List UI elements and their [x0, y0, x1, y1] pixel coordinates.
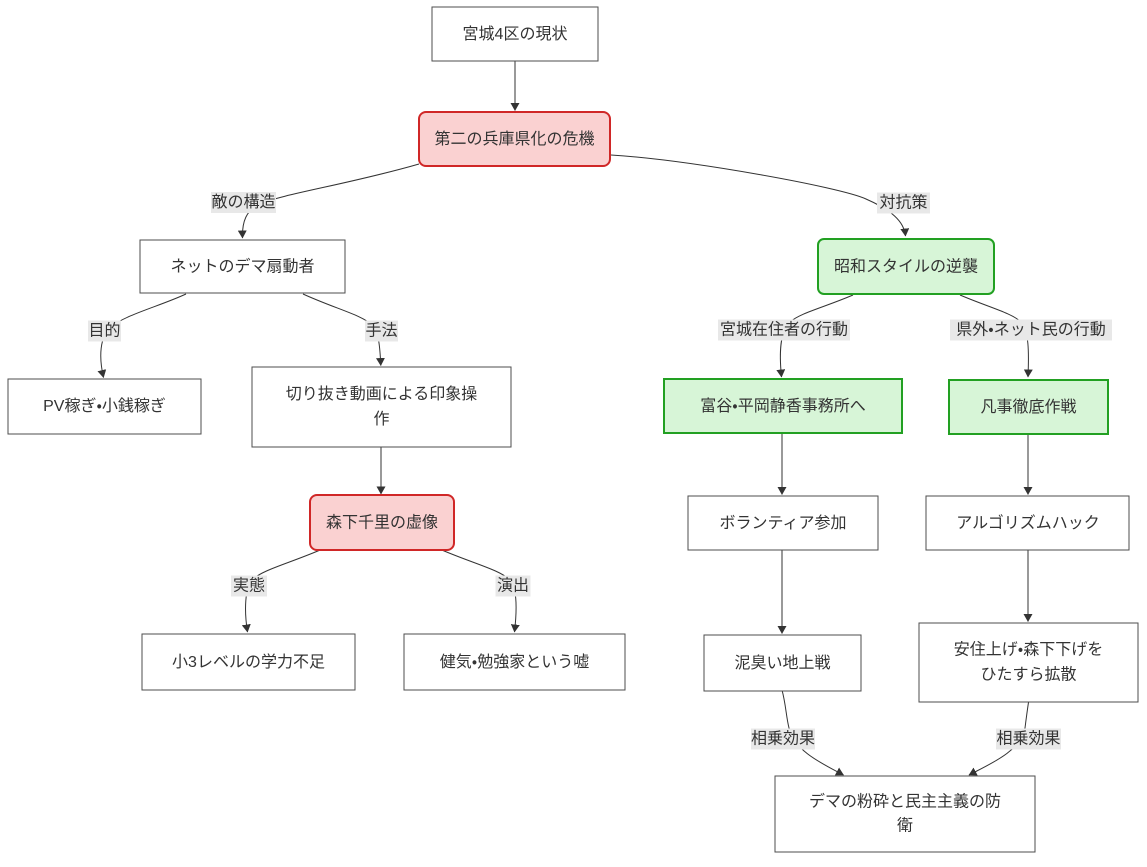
svg-text:昭和スタイルの逆襲: 昭和スタイルの逆襲: [834, 258, 978, 276]
svg-text:PV稼ぎ・小銭稼ぎ: PV稼ぎ・小銭稼ぎ: [43, 397, 166, 415]
svg-text:県外・ネット民の行動: 県外・ネット民の行動: [956, 321, 1105, 339]
svg-text:宮城4区の現状: 宮城4区の現状: [463, 25, 568, 43]
svg-text:目的: 目的: [88, 322, 120, 340]
svg-text:ネットのデマ扇動者: ネットのデマ扇動者: [170, 257, 314, 276]
svg-text:相乗効果: 相乗効果: [751, 730, 815, 748]
svg-text:宮城在住者の行動: 宮城在住者の行動: [720, 321, 848, 339]
svg-text:安住上げ・森下下げを: 安住上げ・森下下げを: [954, 641, 1103, 659]
svg-text:第二の兵庫県化の危機: 第二の兵庫県化の危機: [434, 130, 594, 148]
svg-text:実態: 実態: [233, 577, 265, 595]
svg-text:デマの粉砕と民主主義の防: デマの粉砕と民主主義の防: [809, 792, 1001, 811]
svg-text:小3レベルの学力不足: 小3レベルの学力不足: [172, 653, 325, 671]
svg-text:ボランティア参加: ボランティア参加: [719, 514, 846, 532]
svg-text:泥臭い地上戦: 泥臭い地上戦: [734, 654, 830, 672]
svg-text:切り抜き動画による印象操: 切り抜き動画による印象操: [286, 385, 478, 403]
svg-text:アルゴリズムハック: アルゴリズムハック: [956, 513, 1100, 532]
svg-text:演出: 演出: [497, 577, 529, 595]
svg-text:衛: 衛: [897, 817, 913, 835]
svg-text:手法: 手法: [365, 322, 397, 340]
svg-text:相乗効果: 相乗効果: [996, 730, 1060, 748]
svg-text:凡事徹底作戦: 凡事徹底作戦: [980, 398, 1076, 416]
svg-text:ひたすら拡散: ひたすら拡散: [980, 666, 1076, 684]
svg-text:森下千里の虚像: 森下千里の虚像: [326, 514, 438, 532]
svg-text:対抗策: 対抗策: [879, 194, 927, 212]
svg-text:富谷・平岡静香事務所へ: 富谷・平岡静香事務所へ: [700, 397, 865, 415]
svg-text:敵の構造: 敵の構造: [211, 193, 275, 211]
svg-text:作: 作: [373, 410, 389, 428]
svg-text:健気・勉強家という嘘: 健気・勉強家という嘘: [440, 653, 589, 671]
